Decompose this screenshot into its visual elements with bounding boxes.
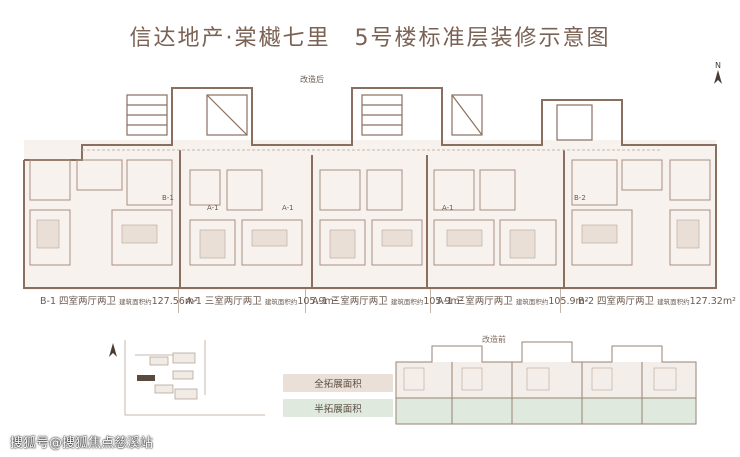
north-arrow-icon: N xyxy=(714,61,722,84)
legend-full-expansion: 全拓展面积 xyxy=(283,374,393,392)
site-north-icon xyxy=(109,343,117,357)
unit-caption-a1-1: A-1 三室两厅两卫 建筑面积约105.9m² xyxy=(186,296,338,307)
after-label: 改造后 xyxy=(300,74,324,84)
unit-mark-a1-3: A-1 xyxy=(442,204,454,212)
unit-mark-a1-2: A-1 xyxy=(282,204,294,212)
legend-half-expansion: 半拓展面积 xyxy=(283,399,393,417)
floor-plan: 改造后 B-1 A-1 A-1 A-1 B-2 xyxy=(23,74,717,290)
caption-divider xyxy=(305,289,306,313)
before-label: 改造前 xyxy=(482,335,506,344)
north-arrow: N xyxy=(710,60,726,88)
site-plan xyxy=(109,340,265,416)
caption-divider xyxy=(178,289,179,313)
unit-mark-a1-1: A-1 xyxy=(207,204,219,212)
caption-divider xyxy=(430,289,431,313)
unit-caption-a1-2: A-1 三室两厅两卫 建筑面积约105.9m² xyxy=(312,296,464,307)
unit-mark-b2: B-2 xyxy=(574,194,586,202)
caption-divider xyxy=(560,289,561,313)
before-plan xyxy=(395,341,697,425)
watermark: 搜狐号@搜狐焦点慈溪站 xyxy=(10,436,154,451)
unit-caption-a1-3: A-1 三室两厅两卫 建筑面积约105.9m² xyxy=(437,296,589,307)
project-name: 信达地产·棠樾七里 xyxy=(129,26,331,51)
drawing-name: 5号楼标准层装修示意图 xyxy=(354,26,611,51)
page-title: 信达地产·棠樾七里 5号楼标准层装修示意图 xyxy=(0,20,740,52)
unit-caption-b2: B-2 四室两厅两卫 建筑面积约127.32m² xyxy=(578,296,736,307)
unit-mark-b1: B-1 xyxy=(162,194,174,202)
unit-caption-b1: B-1 四室两厅两卫 建筑面积约127.56m² xyxy=(40,296,198,307)
north-label: N xyxy=(715,61,721,70)
